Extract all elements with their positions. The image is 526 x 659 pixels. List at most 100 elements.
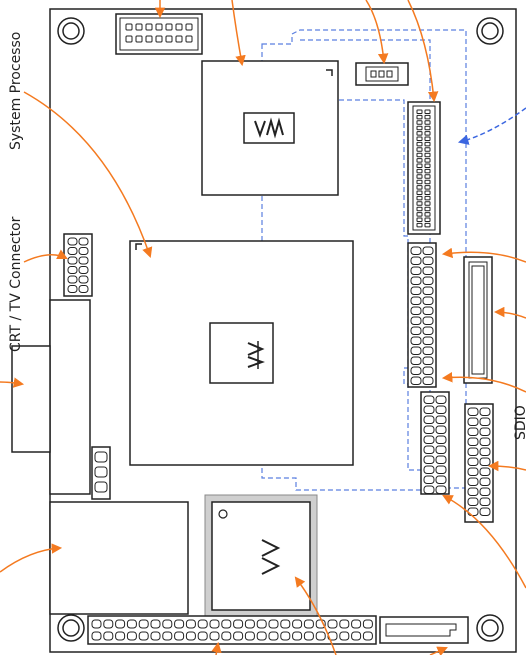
pin: [479, 467, 491, 476]
pin: [155, 23, 163, 31]
pin: [268, 631, 279, 641]
pin: [416, 206, 423, 212]
pin: [423, 485, 435, 494]
pin: [423, 455, 435, 464]
pin: [467, 427, 479, 436]
pin: [155, 35, 163, 43]
pin: [339, 619, 350, 629]
pin: [422, 276, 434, 285]
pin: [410, 306, 422, 315]
pin: [67, 247, 78, 255]
pin: [185, 619, 196, 629]
pin: [423, 425, 435, 434]
pin: [165, 23, 173, 31]
pin: [424, 114, 431, 120]
pin: [67, 275, 78, 284]
pin: [150, 631, 161, 641]
pin: [479, 427, 491, 436]
pin: [138, 619, 149, 629]
pin: [479, 507, 491, 516]
pin: [422, 256, 434, 265]
pin: [362, 619, 373, 629]
pin: [424, 174, 431, 179]
pin: [233, 619, 244, 629]
pin: [103, 631, 114, 641]
pin: [410, 256, 422, 265]
pin: [435, 475, 447, 484]
pin: [280, 631, 291, 641]
pin: [422, 246, 434, 255]
pin: [362, 631, 373, 641]
lower-right-header-a: [420, 391, 450, 495]
pin: [150, 619, 161, 629]
pin: [416, 168, 423, 174]
pin: [416, 212, 423, 217]
pin: [416, 136, 423, 141]
pin: [410, 276, 422, 285]
pin: [78, 285, 89, 293]
pin: [435, 465, 447, 474]
pin: [410, 246, 422, 255]
pin: [424, 185, 431, 190]
pin: [339, 631, 350, 641]
pin: [67, 285, 78, 293]
pin: [209, 619, 220, 629]
pin: [126, 619, 137, 629]
pin: [175, 23, 183, 31]
pin: [467, 407, 479, 416]
pin: [435, 445, 447, 454]
bottom-pin-header: [87, 615, 377, 645]
via-logo-icon: [254, 117, 284, 139]
pin: [145, 35, 153, 43]
pin: [424, 195, 431, 201]
pin: [125, 23, 133, 31]
pin: [416, 185, 423, 190]
pin: [479, 497, 491, 506]
cpu-chip: [129, 240, 354, 466]
pin: [422, 286, 434, 295]
pin: [410, 326, 422, 335]
pin: [162, 631, 173, 641]
pin: [479, 447, 491, 456]
pin: [416, 147, 423, 152]
pin: [424, 222, 431, 228]
pin: [422, 296, 434, 305]
pin: [410, 346, 422, 355]
callout-arrow-blue: [457, 107, 526, 145]
pin: [422, 326, 434, 335]
pin: [423, 465, 435, 474]
pin: [479, 437, 491, 446]
pin: [197, 619, 208, 629]
crt-connector: [11, 299, 91, 495]
pin: [435, 415, 447, 424]
pin: [416, 163, 423, 168]
pin: [256, 631, 267, 641]
pin: [423, 445, 435, 454]
pin: [422, 376, 434, 385]
pin: [423, 415, 435, 424]
pin: [221, 631, 232, 641]
pin: [424, 131, 431, 136]
pin: [424, 147, 431, 152]
pin: [410, 286, 422, 295]
pin: [91, 619, 102, 629]
pin: [185, 631, 196, 641]
pin: [424, 120, 431, 125]
pin: [197, 631, 208, 641]
pin: [435, 425, 447, 434]
pin: [351, 631, 362, 641]
pin: [424, 190, 431, 195]
pin: [410, 356, 422, 365]
pin: [423, 395, 435, 404]
pin: [416, 152, 423, 158]
pin: [126, 631, 137, 641]
pin: [410, 366, 422, 375]
pin: [233, 631, 244, 641]
pin: [410, 296, 422, 305]
pin: [185, 23, 193, 31]
pin: [351, 619, 362, 629]
pin: [410, 336, 422, 345]
pin: [135, 23, 143, 31]
